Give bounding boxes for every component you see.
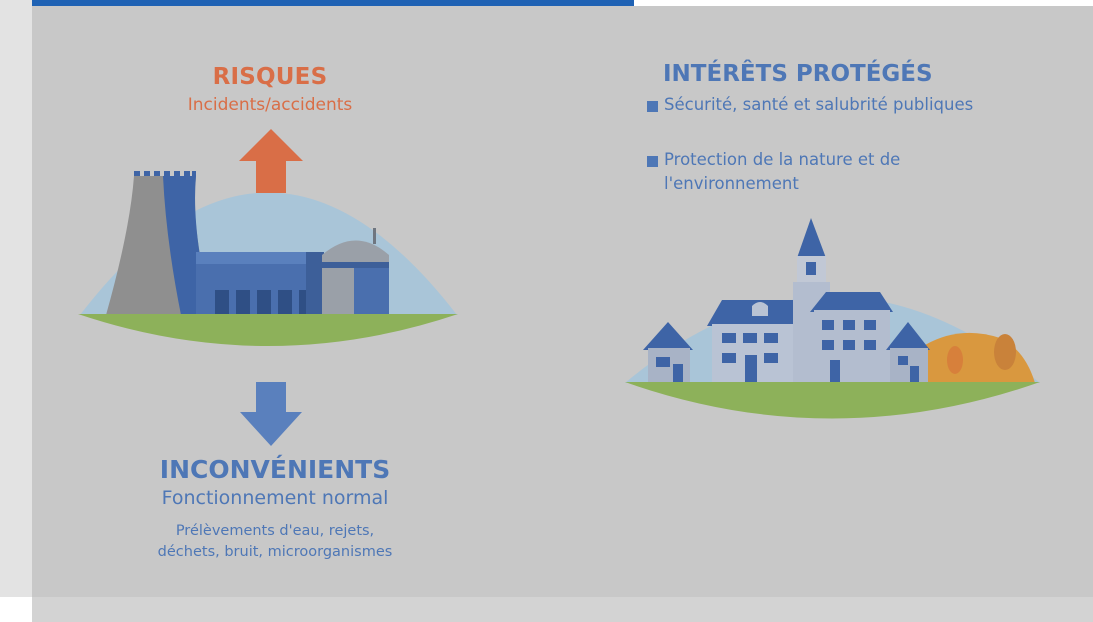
top-accent-bar: [0, 0, 634, 6]
protected-interest-item: Sécurité, santé et salubrité publiques: [647, 93, 1084, 117]
protected-interest-label: Sécurité, santé et salubrité publiques: [664, 95, 974, 114]
up-arrow-icon: [239, 129, 303, 193]
protected-interest-item: Protection de la nature et de l'environn…: [647, 148, 994, 196]
protected-interests-title: INTÉRÊTS PROTÉGÉS: [663, 61, 933, 87]
panel-bottom-strip: [32, 597, 1093, 622]
protected-interest-label: Protection de la nature et de l'environn…: [664, 150, 901, 193]
risks-title: RISQUES: [212, 64, 328, 90]
inconvenients-details-line-1: Prélèvements d'eau, rejets,: [175, 523, 375, 539]
risks-subtitle: Incidents/accidents: [187, 95, 353, 115]
bullet-square-icon: [647, 156, 658, 167]
industrial-plant-icon: [78, 171, 458, 346]
left-margin-band: [0, 0, 32, 597]
down-arrow-icon: [240, 382, 302, 446]
inconvenients-details: Prélèvements d'eau, rejets, déchets, bru…: [110, 521, 440, 563]
bullet-square-icon: [647, 101, 658, 112]
village-icon: [625, 218, 1040, 419]
inconvenients-subtitle: Fonctionnement normal: [161, 487, 389, 509]
inconvenients-details-line-2: déchets, bruit, microorganismes: [157, 544, 393, 560]
inconvenients-title: INCONVÉNIENTS: [159, 455, 391, 484]
